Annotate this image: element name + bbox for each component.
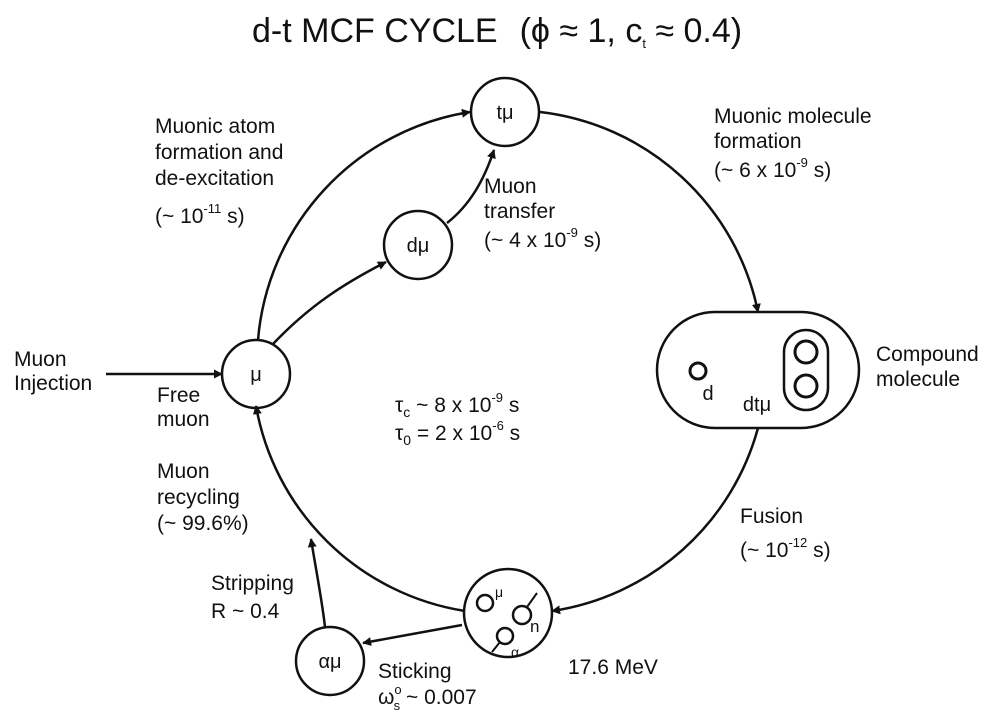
label-stripping: Stripping R ~ 0.4 <box>211 572 300 623</box>
arrow-fusion-to-alphamu <box>362 623 463 646</box>
arc-fusion-to-mu <box>252 405 466 613</box>
label-muon-injection: Muon Injection <box>14 348 92 395</box>
svg-text:μ: μ <box>495 584 503 600</box>
label-fusion-time: (~ 10-12 s) <box>740 535 831 562</box>
svg-text:dμ: dμ <box>407 235 430 257</box>
label-atom-formation-time: (~ 10-11 s) <box>155 201 245 228</box>
diagram-title: d-t MCF CYCLE(ϕ ≈ 1, ct ≈ 0.4) <box>252 12 742 51</box>
node-t-mu: tμ <box>469 76 541 148</box>
label-tau-0: τ0 = 2 x 10-6 s <box>395 418 520 448</box>
label-sticking: Sticking <box>378 660 452 683</box>
node-d-mu: dμ <box>382 209 454 281</box>
node-free-mu: μ <box>220 338 292 410</box>
svg-text:tμ: tμ <box>496 102 513 124</box>
label-muon-transfer-time: (~ 4 x 10-9 s) <box>484 225 601 252</box>
svg-text:μ: μ <box>250 364 262 386</box>
arc-compound-to-fusion <box>551 427 760 615</box>
label-recycling: Muon recycling (~ 99.6%) <box>157 460 249 535</box>
node-fusion: μ n α <box>462 567 554 660</box>
svg-text:n: n <box>530 617 539 636</box>
svg-text:αμ: αμ <box>318 651 341 673</box>
arc-tmu-to-compound <box>539 110 761 313</box>
label-energy: 17.6 MeV <box>568 656 658 679</box>
arrow-dmu-to-tmu <box>446 149 496 224</box>
node-compound-molecule: d dtμ <box>655 310 861 430</box>
arc-mu-to-tmu <box>256 108 471 341</box>
svg-text:dtμ: dtμ <box>743 394 771 416</box>
arrow-stripping <box>307 538 327 628</box>
label-muon-transfer: Muon transfer <box>484 175 555 223</box>
label-compound-molecule: Compound molecule <box>876 343 985 391</box>
label-molecule-formation-time: (~ 6 x 10-9 s) <box>714 155 831 182</box>
label-molecule-formation: Muonic molecule formation <box>714 105 877 153</box>
label-fusion: Fusion <box>740 505 803 528</box>
arrow-mu-to-dmu <box>272 260 387 345</box>
label-free-muon: Free muon <box>157 384 210 431</box>
svg-text:α: α <box>511 644 519 660</box>
node-alpha-mu: αμ <box>294 625 366 697</box>
label-atom-formation: Muonic atom formation and de-excitation <box>155 115 289 190</box>
svg-text:d: d <box>702 383 713 405</box>
label-tau-c: τc ~ 8 x 10-9 s <box>395 390 519 420</box>
